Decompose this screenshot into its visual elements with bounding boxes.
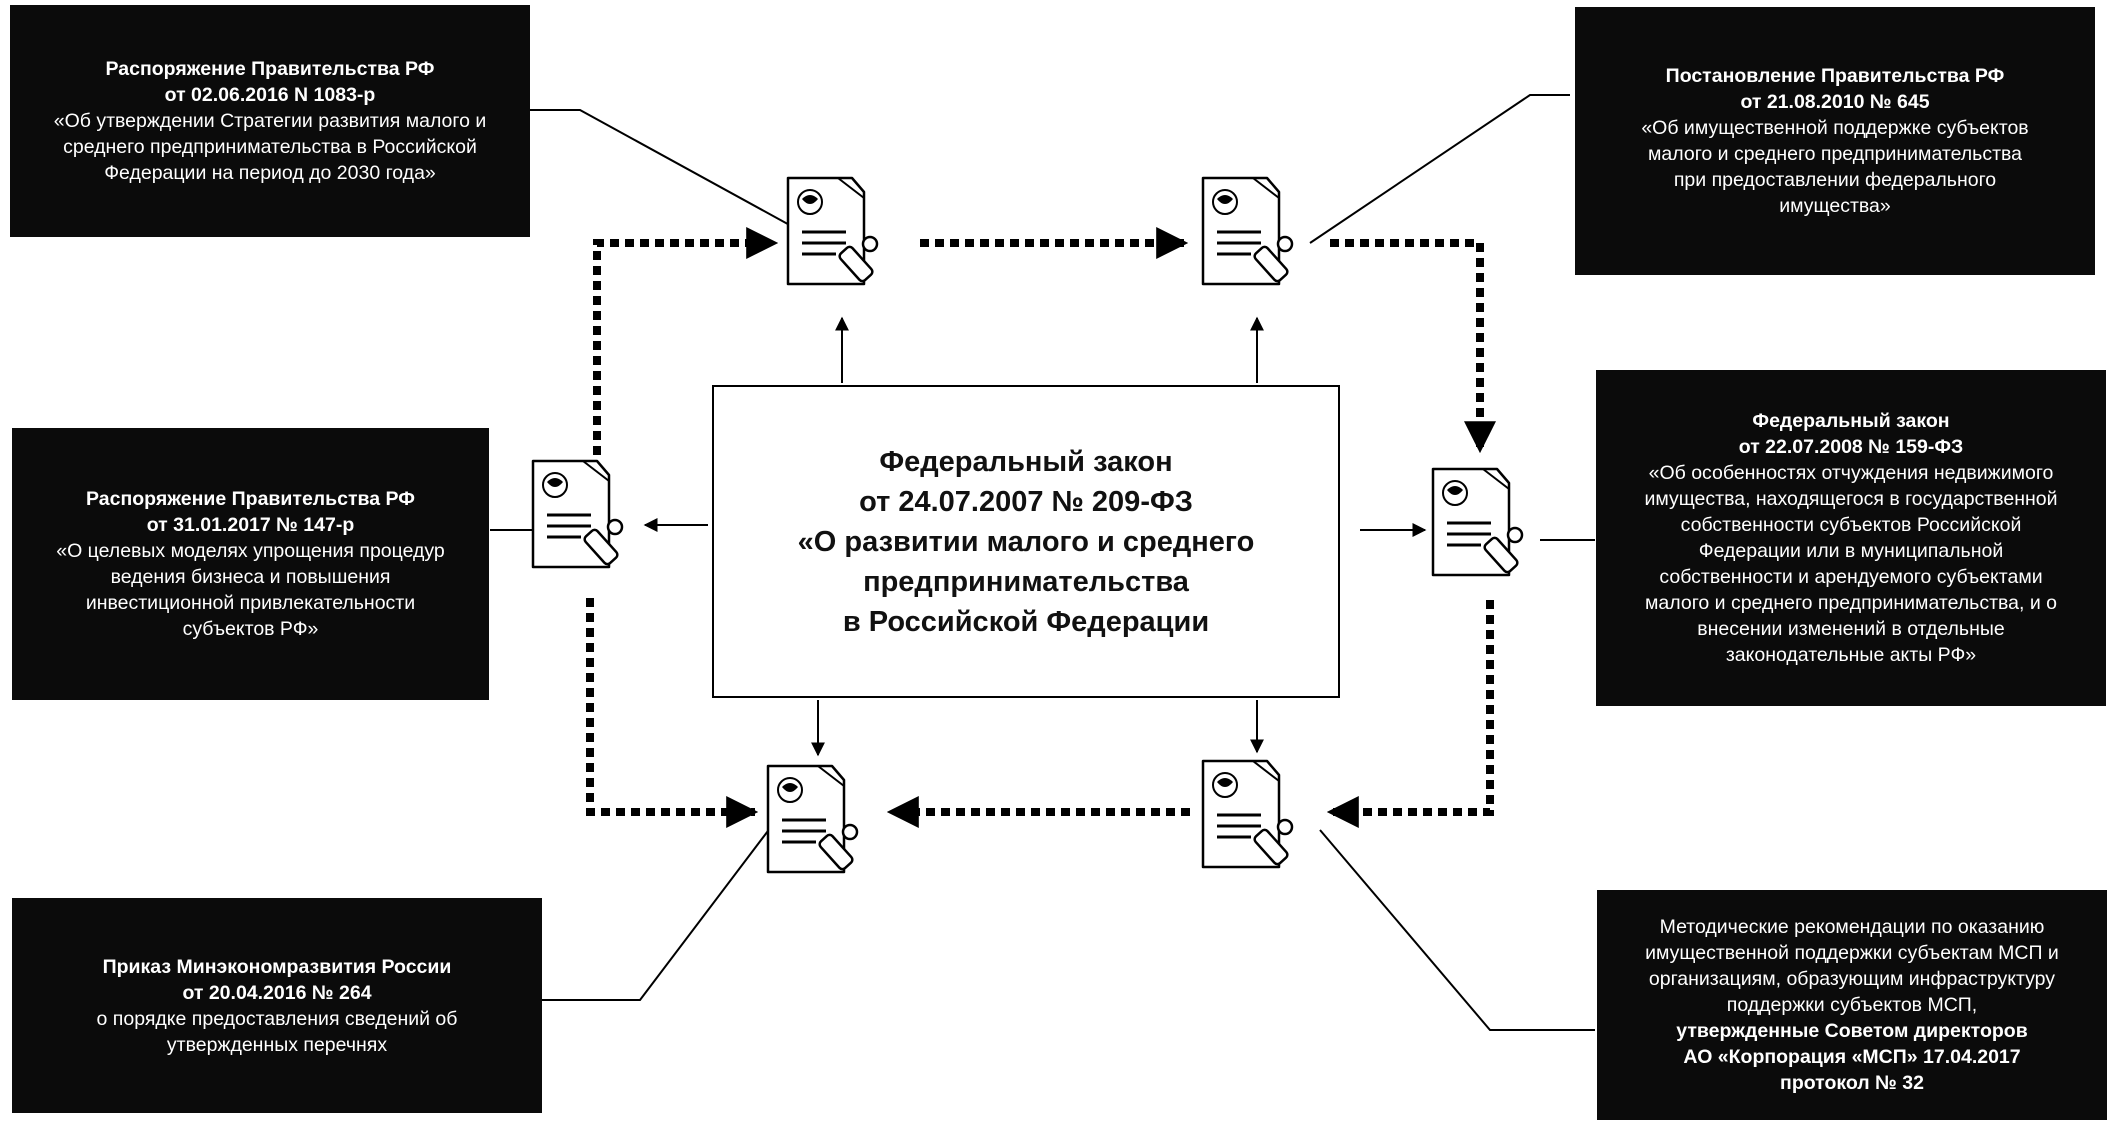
dotted-right-to-bottom-right bbox=[1326, 600, 1494, 828]
box-text-line: Методические рекомендации по оказанию bbox=[1659, 916, 2045, 938]
document-seal-icon bbox=[1201, 759, 1294, 869]
box-text-line: малого и среднего предпринимательства, и… bbox=[1645, 592, 2057, 614]
box-text-line: «Об имущественной поддержке субъектов bbox=[1641, 117, 2029, 139]
box-title-date: от 22.07.2008 № 159-ФЗ bbox=[1738, 436, 1964, 458]
leader-bottom-right bbox=[1319, 829, 1595, 1031]
box-text-line: ведения бизнеса и повышения bbox=[110, 566, 391, 588]
dotted-left-to-top-left bbox=[593, 227, 779, 455]
box-text-line: «О целевых моделях упрощения процедур bbox=[56, 540, 445, 562]
box-title: Приказ Минэкономразвития России bbox=[102, 955, 452, 978]
box-text-line: законодательные акты РФ» bbox=[1725, 644, 1977, 666]
top-right-document-box: Постановление Правительства РФ от 21.08.… bbox=[1575, 7, 2095, 275]
leader-top-left bbox=[530, 109, 796, 229]
central-law-line-5: в Российской Федерации bbox=[842, 605, 1210, 638]
box-title-date: АО «Корпорация «МСП» 17.04.2017 bbox=[1683, 1046, 2021, 1068]
dotted-left-to-bottom-left bbox=[586, 598, 759, 828]
box-text-line: «Об утверждении Стратегии развития малог… bbox=[53, 110, 487, 132]
box-text-line: о порядке предоставления сведений об bbox=[96, 1007, 458, 1030]
central-law-box: Федеральный закон от 24.07.2007 № 209-ФЗ… bbox=[712, 385, 1340, 698]
leader-bottom-left bbox=[542, 814, 781, 1001]
bottom-right-document-box: Методические рекомендации по оказанию им… bbox=[1597, 890, 2107, 1120]
box-text-line: имущества, находящегося в государственно… bbox=[1644, 488, 2058, 510]
box-text-line: собственности и арендуемого субъектами bbox=[1659, 566, 2043, 588]
central-law-line-1: Федеральный закон bbox=[879, 445, 1173, 478]
document-seal-icon bbox=[1431, 467, 1524, 577]
middle-left-document-box: Распоряжение Правительства РФ от 31.01.2… bbox=[12, 428, 489, 700]
box-text-line: Федерации на период до 2030 года» bbox=[104, 162, 436, 184]
central-law-line-4: предпринимательства bbox=[863, 565, 1189, 598]
box-text-line: субъектов РФ» bbox=[182, 618, 319, 640]
box-title: Постановление Правительства РФ bbox=[1665, 65, 2005, 87]
box-text-line: Федерации или в муниципальной bbox=[1698, 540, 2004, 562]
box-text-line: инвестиционной привлекательности bbox=[85, 592, 416, 614]
central-law-line-2: от 24.07.2007 № 209-ФЗ bbox=[859, 485, 1193, 518]
document-seal-icon bbox=[766, 764, 859, 874]
box-title: Распоряжение Правительства РФ bbox=[105, 58, 435, 80]
box-text-line: малого и среднего предпринимательства bbox=[1648, 143, 2022, 165]
document-seal-icon bbox=[786, 176, 879, 286]
box-text-line: при предоставлении федерального bbox=[1673, 169, 1997, 191]
box-text-line: среднего предпринимательства в Российско… bbox=[63, 136, 477, 158]
box-title-date: от 20.04.2016 № 264 bbox=[182, 981, 372, 1004]
box-title-protocol: протокол № 32 bbox=[1780, 1072, 1924, 1094]
box-title: утвержденные Советом директоров bbox=[1676, 1020, 2028, 1042]
box-text-line: организациям, образующим инфраструктуру bbox=[1648, 968, 2056, 990]
dotted-top-right-to-right bbox=[1330, 239, 1496, 454]
bottom-left-document-box: Приказ Минэкономразвития России от 20.04… bbox=[12, 898, 542, 1113]
box-title-date: от 31.01.2017 № 147-р bbox=[146, 514, 355, 536]
box-text-line: имущественной поддержки субъектам МСП и bbox=[1645, 942, 2059, 964]
box-title: Распоряжение Правительства РФ bbox=[86, 488, 415, 510]
box-text-line: внесении изменений в отдельные bbox=[1697, 618, 2005, 640]
box-text-line: собственности субъектов Российской bbox=[1680, 514, 2022, 536]
top-left-document-box: Распоряжение Правительства РФ от 02.06.2… bbox=[10, 5, 530, 237]
leader-top-right bbox=[1309, 94, 1570, 244]
box-title: Федеральный закон bbox=[1752, 410, 1950, 432]
box-title-date: от 02.06.2016 N 1083-р bbox=[164, 84, 376, 106]
box-text-line: утвержденных перечнях bbox=[166, 1033, 388, 1056]
central-law-line-3: «О развитии малого и среднего bbox=[797, 525, 1255, 558]
box-text-line: «Об особенностях отчуждения недвижимого bbox=[1648, 462, 2054, 484]
box-text-line: имущества» bbox=[1779, 195, 1891, 217]
box-title-date: от 21.08.2010 № 645 bbox=[1740, 91, 1930, 113]
box-text-line: поддержки субъектов МСП, bbox=[1726, 994, 1978, 1016]
document-seal-icon bbox=[1201, 176, 1294, 286]
middle-right-document-box: Федеральный закон от 22.07.2008 № 159-ФЗ… bbox=[1596, 370, 2106, 706]
document-seal-icon bbox=[531, 459, 624, 569]
